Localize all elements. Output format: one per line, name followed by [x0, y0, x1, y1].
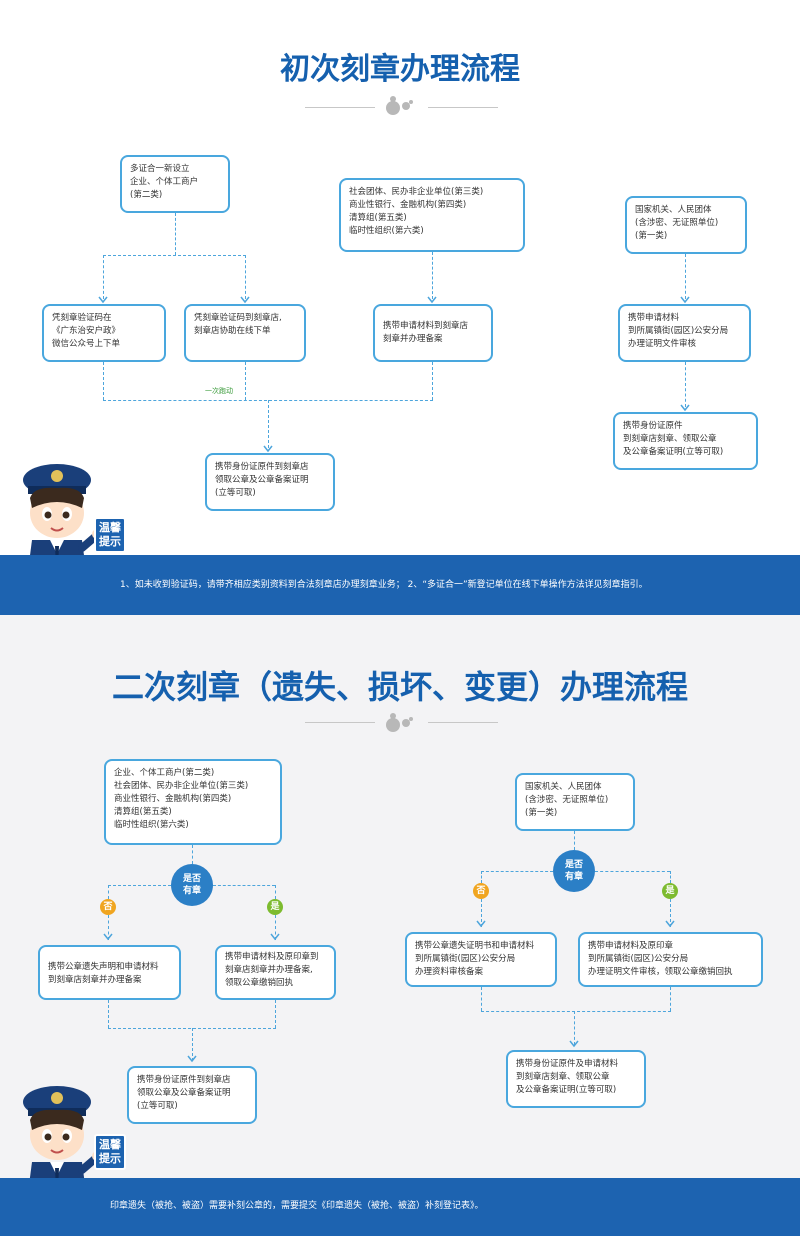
once-label: 一次跑动 [205, 386, 233, 396]
connector [432, 362, 433, 400]
connector [108, 1000, 109, 1028]
box-wechat-order: 凭刻章验证码在 《广东治安户政》 微信公众号上下单 [42, 304, 166, 362]
band-shadow [0, 615, 800, 645]
box-gov-agency-2: 国家机关、人民团体 (含涉密、无证照单位) (第一类) [515, 773, 635, 831]
divider-ornament-icon [384, 95, 414, 115]
arrow-down-icon [270, 933, 280, 941]
arrow-down-icon [680, 296, 690, 304]
connector [245, 362, 246, 400]
connector [213, 885, 275, 886]
connector [595, 871, 670, 872]
box-no-seal: 携带公章遗失声明和申请材料 到刻章店刻章并办理备案 [38, 945, 181, 1000]
arrow-down-icon [263, 445, 273, 453]
connector [103, 255, 246, 256]
box-gov-pickup-2: 携带身份证原件及申请材料 到刻章店刻章、领取公章 及公章备案证明(立等可取) [506, 1050, 646, 1108]
connector [481, 871, 553, 872]
connector [268, 400, 269, 448]
box-enterprise: 企业、个体工商户(第二类) 社会团体、民办非企业单位(第三类) 商业性银行、金融… [104, 759, 282, 845]
connector [685, 362, 686, 407]
box-gov-apply: 携带申请材料 到所属镇街(园区)公安分局 办理证明文件审核 [618, 304, 751, 362]
connector [275, 885, 276, 899]
notice-band-1: 1、如未收到验证码，请带齐相应类别资料到合法刻章店办理刻章业务； 2、“多证合一… [0, 555, 800, 615]
box-gov-agency: 国家机关、人民团体 (含涉密、无证照单位) (第一类) [625, 196, 747, 254]
connector [481, 1011, 671, 1012]
tip-badge: 温馨 提示 [94, 517, 126, 553]
connector [192, 845, 193, 864]
box-store-online: 凭刻章验证码到刻章店, 刻章店协助在线下单 [184, 304, 306, 362]
notice-text-2: 印章遗失（被抢、被盗）需要补刻公章的，需要提交《印章遗失（被抢、被盗）补刻登记表… [110, 1198, 484, 1211]
yes-badge-gov: 是 [662, 883, 678, 899]
section1-title: 初次刻章办理流程 [0, 44, 800, 88]
arrow-down-icon [680, 404, 690, 412]
title-divider-right [428, 107, 498, 108]
box-has-seal: 携带申请材料及原印章到 刻章店刻章并办理备案, 领取公章缴销回执 [215, 945, 336, 1000]
section2-title: 二次刻章（遗失、损坏、变更）办理流程 [0, 662, 800, 708]
notice-text-1: 1、如未收到验证码，请带齐相应类别资料到合法刻章店办理刻章业务； 2、“多证合一… [120, 577, 648, 590]
connector [481, 987, 482, 1011]
arrow-down-icon [187, 1055, 197, 1063]
decision-has-seal: 是否 有章 [171, 864, 213, 906]
arrow-down-icon [476, 920, 486, 928]
title-divider-left [305, 722, 375, 723]
box-carry-apply: 携带申请材料到刻章店 刻章并办理备案 [373, 304, 493, 362]
connector [103, 255, 104, 299]
arrow-down-icon [569, 1040, 579, 1048]
title-divider-left [305, 107, 375, 108]
arrow-down-icon [665, 920, 675, 928]
connector [175, 213, 176, 255]
tip-badge-2: 温馨 提示 [94, 1134, 126, 1170]
title-divider-right [428, 722, 498, 723]
yes-badge: 是 [267, 899, 283, 915]
connector [670, 871, 671, 883]
connector [275, 1000, 276, 1028]
box-gov-no-seal: 携带公章遗失证明书和申请材料 到所属镇街(园区)公安分局 办理资料审核备案 [405, 932, 557, 987]
connector [432, 252, 433, 299]
connector [108, 885, 109, 899]
connector [685, 254, 686, 299]
box-social-org: 社会团体、民办非企业单位(第三类) 商业性银行、金融机构(第四类) 清算组(第五… [339, 178, 525, 252]
connector [108, 885, 171, 886]
box-multi-cert: 多证合一新设立 企业、个体工商户 (第二类) [120, 155, 230, 213]
no-badge: 否 [100, 899, 116, 915]
box-pickup-2: 携带身份证原件到刻章店 领取公章及公章备案证明 (立等可取) [127, 1066, 257, 1124]
decision-has-seal-gov: 是否 有章 [553, 850, 595, 892]
divider-ornament-icon [384, 712, 414, 732]
connector [103, 362, 104, 400]
box-gov-has-seal: 携带申请材料及原印章 到所属镇街(园区)公安分局 办理证明文件审核，领取公章缴销… [578, 932, 763, 987]
connector [245, 255, 246, 299]
connector [481, 871, 482, 883]
connector [670, 987, 671, 1011]
box-pickup: 携带身份证原件到刻章店 领取公章及公章备案证明 (立等可取) [205, 453, 335, 511]
no-badge-gov: 否 [473, 883, 489, 899]
arrow-down-icon [240, 296, 250, 304]
connector [574, 831, 575, 850]
arrow-down-icon [427, 296, 437, 304]
notice-band-2: 印章遗失（被抢、被盗）需要补刻公章的，需要提交《印章遗失（被抢、被盗）补刻登记表… [0, 1178, 800, 1236]
arrow-down-icon [103, 933, 113, 941]
box-gov-pickup: 携带身份证原件 到刻章店刻章、领取公章 及公章备案证明(立等可取) [613, 412, 758, 470]
arrow-down-icon [98, 296, 108, 304]
